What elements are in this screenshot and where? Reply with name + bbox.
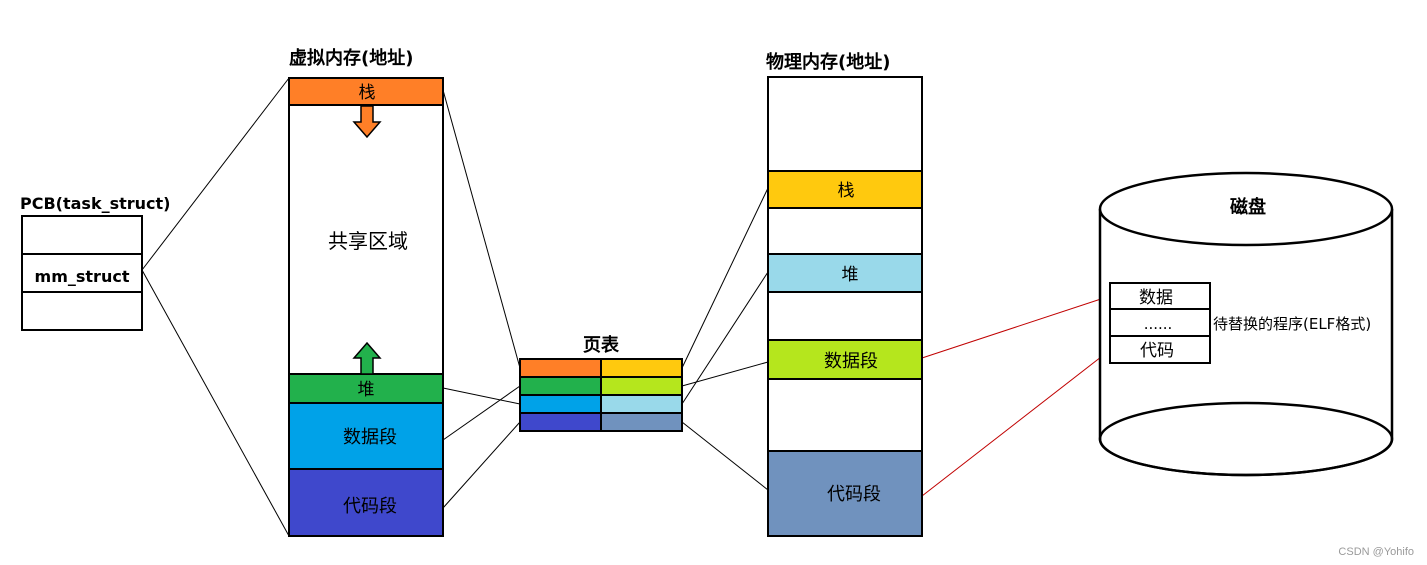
pcb-mm-struct-field: mm_struct <box>35 267 130 286</box>
pt-row2-right <box>600 376 683 396</box>
pt-row3-right <box>600 394 683 414</box>
disk-cylinder-bottom-rim <box>1098 401 1394 477</box>
vm-heap-segment <box>288 373 444 404</box>
stack-grow-down-arrow <box>352 105 382 139</box>
disk-title: 磁盘 <box>1230 196 1266 218</box>
vm-title: 虚拟内存(地址) <box>289 47 413 69</box>
vm-code-segment <box>288 468 444 537</box>
disk-block: 磁盘 数据 ...... 代码 待替换的程序(ELF格式) <box>1098 171 1394 477</box>
vm-code-to-pt-line <box>442 421 521 509</box>
virtual-memory-block: 虚拟内存(地址) 栈 共享区域 堆 数据段 代码段 <box>288 47 444 537</box>
disk-program-box <box>1109 282 1211 364</box>
disk-program-label: 待替换的程序(ELF格式) <box>1213 315 1371 333</box>
pcb-box <box>21 215 143 331</box>
pt-row1-right <box>600 358 683 378</box>
csdn-watermark: CSDN @Yohifo <box>1338 546 1414 558</box>
pt-row1-left <box>519 358 602 378</box>
heap-grow-up-arrow <box>352 341 382 375</box>
page-table-title: 页表 <box>583 334 620 356</box>
vm-data-segment <box>288 402 444 470</box>
physical-memory-block: 物理内存(地址) 栈 堆 数据段 代码段 <box>766 51 923 537</box>
pt-code-to-pm-line <box>681 421 769 491</box>
pm-title: 物理内存(地址) <box>766 51 890 73</box>
vm-shared-label: 共享区域 <box>328 229 408 253</box>
pm-data-label: 数据段 <box>824 351 878 372</box>
vm-stack-label: 栈 <box>359 83 376 103</box>
pm-code-segment <box>767 450 923 537</box>
pm-heap-segment <box>767 253 923 293</box>
pt-heap-to-pm-line <box>681 271 769 405</box>
disk-code-label: 代码 <box>1140 341 1174 361</box>
pcb-to-vm-bottom-line <box>141 269 290 537</box>
vm-heap-label: 堆 <box>358 380 375 400</box>
pcb-to-vm-top-line <box>141 77 290 271</box>
pm-stack-label: 栈 <box>838 181 855 201</box>
pm-stack-segment <box>767 170 923 209</box>
pm-data-to-disk-line <box>921 295 1111 359</box>
pcb-title: PCB(task_struct) <box>20 194 170 213</box>
pt-row4-left <box>519 412 602 432</box>
vm-data-label: 数据段 <box>343 427 397 448</box>
disk-data-label: 数据 <box>1139 288 1173 308</box>
pt-row2-left <box>519 376 602 396</box>
page-table-block: 页表 <box>519 334 683 432</box>
pm-data-segment <box>767 339 923 380</box>
connectors <box>141 77 769 537</box>
pt-data-to-pm-line <box>681 361 769 387</box>
pt-row4-right <box>600 412 683 432</box>
pm-code-to-disk-line <box>921 349 1111 497</box>
pm-code-label: 代码段 <box>827 484 881 505</box>
vm-stack-to-pt-line <box>442 89 521 369</box>
pcb-block: PCB(task_struct) mm_struct <box>20 194 170 331</box>
vm-code-label: 代码段 <box>343 496 397 517</box>
pt-stack-to-pm-line <box>681 187 769 369</box>
vm-data-to-pt-line <box>442 385 521 441</box>
disk-cylinder-top <box>1098 171 1394 247</box>
disk-ellipsis-label: ...... <box>1144 315 1173 333</box>
pm-heap-label: 堆 <box>842 265 859 285</box>
pt-row3-left <box>519 394 602 414</box>
vm-heap-to-pt-line <box>442 387 521 405</box>
disk-connectors <box>921 295 1111 497</box>
vm-stack-segment <box>288 77 444 106</box>
